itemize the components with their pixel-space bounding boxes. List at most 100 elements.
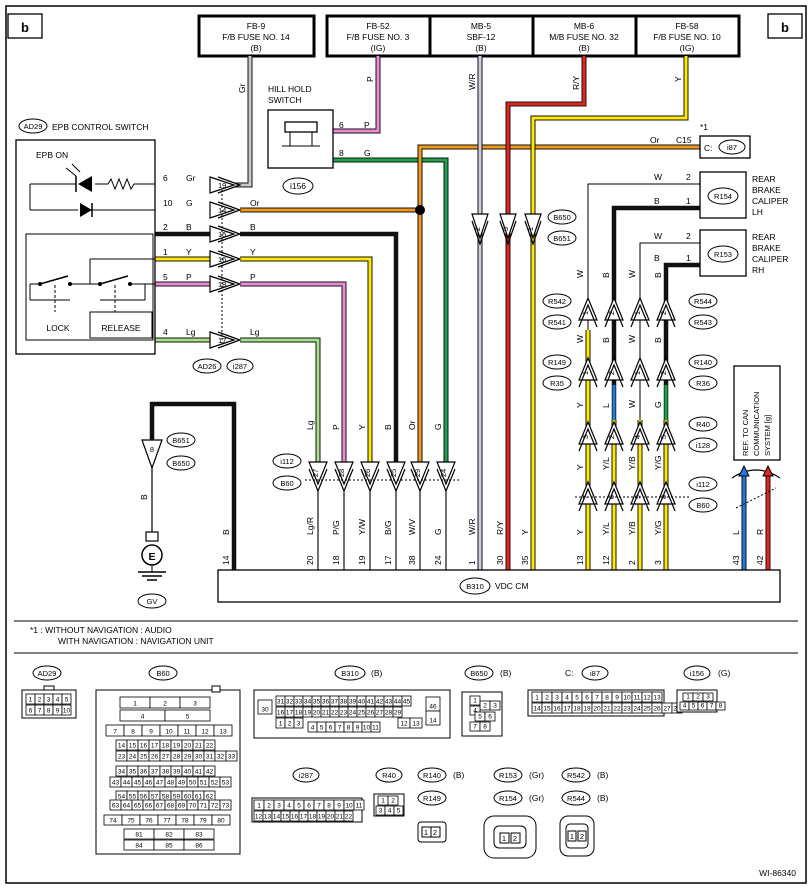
- svg-text:i128: i128: [696, 441, 710, 450]
- svg-text:2: 2: [686, 172, 691, 182]
- svg-text:59: 59: [173, 794, 181, 801]
- svg-text:37: 37: [151, 769, 159, 776]
- conn-i112-label: i112: [280, 457, 294, 466]
- svg-text:42: 42: [206, 769, 214, 776]
- svg-text:70: 70: [189, 803, 197, 810]
- svg-text:76: 76: [145, 818, 153, 825]
- svg-text:28: 28: [173, 754, 181, 761]
- svg-text:10: 10: [165, 729, 173, 736]
- vdc-pin-number: 12: [601, 555, 611, 565]
- svg-text:5: 5: [575, 695, 579, 702]
- svg-text:B: B: [601, 272, 611, 278]
- svg-text:2: 2: [483, 703, 487, 710]
- fuse-box-mb5: MB-5 SBF-12 (B): [428, 14, 535, 58]
- svg-text:R544: R544: [694, 297, 712, 306]
- svg-text:Lg: Lg: [305, 420, 315, 430]
- conn-b310: [459, 577, 491, 595]
- svg-text:Lg: Lg: [186, 327, 196, 337]
- mid-arrow: [308, 461, 328, 486]
- corner-tag-left: [7, 13, 43, 39]
- svg-text:4: 4: [56, 697, 60, 704]
- svg-text:Lg: Lg: [250, 327, 260, 337]
- svg-text:4: 4: [287, 803, 291, 810]
- svg-text:B60: B60: [156, 669, 169, 678]
- svg-text:Y: Y: [250, 247, 256, 257]
- svg-text:B: B: [601, 337, 611, 343]
- svg-text:74: 74: [109, 818, 117, 825]
- svg-text:9: 9: [337, 803, 341, 810]
- svg-text:14: 14: [429, 718, 437, 725]
- svg-text:38: 38: [340, 699, 348, 706]
- svg-text:80: 80: [217, 818, 225, 825]
- svg-text:7: 7: [710, 703, 714, 710]
- svg-text:F/B FUSE NO. 3: F/B FUSE NO. 3: [347, 32, 410, 42]
- right-arrow-pin: 7: [581, 495, 590, 499]
- conn-i287: [226, 358, 254, 374]
- svg-text:B651: B651: [172, 436, 190, 445]
- svg-text:3: 3: [47, 697, 51, 704]
- conn-ad26: [192, 358, 222, 374]
- svg-text:REAR: REAR: [752, 174, 776, 184]
- right-arrow: [630, 296, 650, 321]
- svg-text:(G): (G): [718, 668, 730, 678]
- svg-text:9: 9: [56, 708, 60, 715]
- svg-text:15: 15: [543, 706, 551, 713]
- svg-text:Y: Y: [186, 247, 192, 257]
- svg-text:W: W: [654, 172, 662, 182]
- svg-text:51: 51: [200, 780, 208, 787]
- svg-text:Y: Y: [575, 402, 585, 408]
- vdc-pin-color: B/G: [383, 520, 393, 535]
- svg-text:48: 48: [167, 780, 175, 787]
- svg-text:30: 30: [195, 754, 203, 761]
- svg-text:12: 12: [400, 721, 408, 728]
- svg-text:58: 58: [162, 794, 170, 801]
- svg-text:4: 4: [683, 703, 687, 710]
- svg-text:77: 77: [163, 818, 171, 825]
- svg-text:1: 1: [686, 694, 690, 701]
- svg-text:MB-6: MB-6: [574, 21, 595, 31]
- svg-text:SWITCH: SWITCH: [268, 95, 302, 105]
- svg-text:1: 1: [502, 834, 506, 843]
- svg-text:R149: R149: [548, 358, 566, 367]
- svg-text:29: 29: [184, 754, 192, 761]
- conn-b651-label: B651: [553, 234, 571, 243]
- svg-text:8: 8: [150, 445, 154, 454]
- vdc-pin-number: 24: [433, 555, 443, 565]
- svg-text:54: 54: [118, 794, 126, 801]
- svg-text:i156: i156: [690, 669, 704, 678]
- right-arrow-pin: 1: [633, 371, 642, 375]
- svg-text:22: 22: [345, 814, 353, 821]
- svg-text:40: 40: [358, 699, 366, 706]
- svg-text:B60: B60: [696, 501, 709, 510]
- svg-text:2: 2: [696, 694, 700, 701]
- right-arrow: [656, 480, 676, 505]
- svg-text:10: 10: [163, 198, 173, 208]
- vdc-pin-number: 19: [357, 555, 367, 565]
- right-arrow: [630, 420, 650, 445]
- right-connector-ids: R542 R541 R544 R543 R149 R35 R140 R36 R4…: [542, 293, 718, 513]
- svg-text:2: 2: [391, 798, 395, 805]
- svg-text:P: P: [186, 272, 192, 282]
- svg-text:40: 40: [184, 769, 192, 776]
- svg-text:18: 18: [162, 743, 170, 750]
- fuse-box-mb6: MB-6 M/B FUSE NO. 32 (B): [531, 14, 638, 58]
- svg-text:G: G: [364, 148, 371, 158]
- right-arrow-pin: 2: [607, 435, 616, 439]
- mid-wire-top-labels: Lg P Y B Or G: [305, 420, 443, 430]
- diagram-code: WI-86340: [759, 868, 796, 878]
- conn-b60: [272, 475, 302, 491]
- svg-text:1: 1: [279, 721, 283, 728]
- svg-text:3: 3: [555, 695, 559, 702]
- svg-text:CALIPER: CALIPER: [752, 196, 788, 206]
- svg-text:13: 13: [264, 814, 272, 821]
- vdc-pin-number: 20: [305, 555, 315, 565]
- svg-text:7: 7: [113, 729, 117, 736]
- svg-text:i87: i87: [590, 669, 600, 678]
- conn-b650-label: B650: [553, 213, 571, 222]
- b650-arrow: [524, 213, 542, 240]
- svg-text:RELEASE: RELEASE: [101, 323, 141, 333]
- svg-text:4: 4: [163, 327, 168, 337]
- svg-text:24: 24: [349, 710, 357, 717]
